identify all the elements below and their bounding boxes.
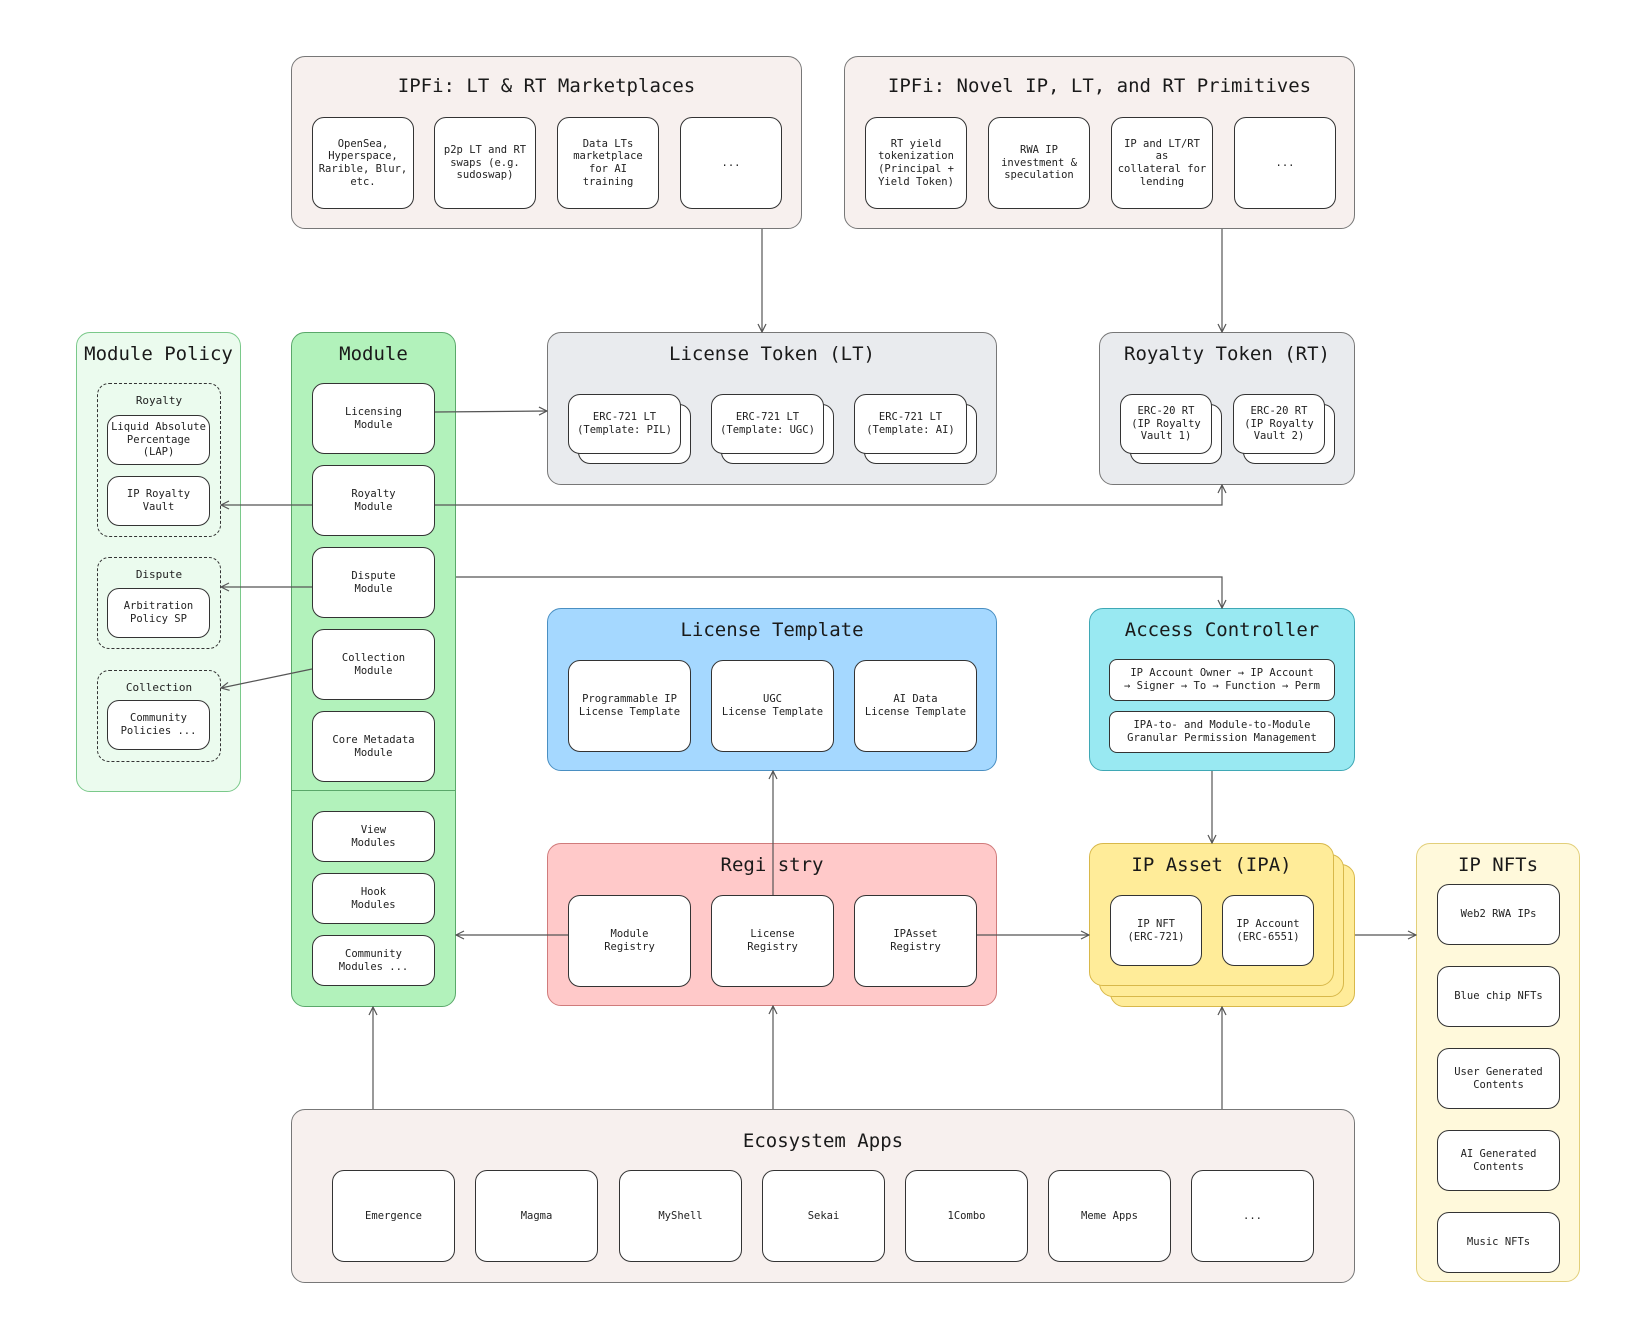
community-modules: Community Modules ... — [312, 935, 435, 986]
license-template-title: License Template — [680, 619, 864, 641]
primitive-item: RT yield tokenization (Principal + Yield… — [865, 117, 967, 209]
policy-royalty-group: Royalty — [97, 383, 221, 537]
rt-vault-2: ERC-20 RT (IP Royalty Vault 2) — [1233, 394, 1325, 454]
lt-pil: ERC-721 LT (Template: PIL) — [568, 394, 681, 454]
marketplace-item: Data LTs marketplace for AI training — [557, 117, 659, 209]
policy-collection-group: Collection — [97, 670, 221, 762]
app-emergence: Emergence — [332, 1170, 455, 1262]
primitive-item: ... — [1234, 117, 1336, 209]
app-magma: Magma — [475, 1170, 598, 1262]
access-granular-permission: IPA-to- and Module-to-Module Granular Pe… — [1109, 711, 1335, 753]
primitives-title: IPFi: Novel IP, LT, and RT Primitives — [887, 75, 1312, 97]
marketplace-item: p2p LT and RT swaps (e.g. sudoswap) — [434, 117, 536, 209]
app-1combo: 1Combo — [905, 1170, 1028, 1262]
access-permission-chain: IP Account Owner → IP Account → Signer →… — [1109, 659, 1335, 701]
licensing-module: Licensing Module — [312, 383, 435, 454]
rt-vault-1: ERC-20 RT (IP Royalty Vault 1) — [1120, 394, 1212, 454]
policy-community: Community Policies ... — [107, 700, 210, 750]
ipasset-registry: IPAsset Registry — [854, 895, 977, 987]
view-modules: View Modules — [312, 811, 435, 862]
policy-ip-royalty-vault: IP Royalty Vault — [107, 476, 210, 526]
arrow-module-to-access-controller — [456, 576, 1222, 608]
policy-royalty-title: Royalty — [135, 394, 183, 407]
policy-dispute-group: Dispute — [97, 557, 221, 649]
module-policy-title: Module Policy — [84, 343, 233, 365]
core-metadata-module: Core Metadata Module — [312, 711, 435, 782]
dispute-module: Dispute Module — [312, 547, 435, 618]
app-myshell: MyShell — [619, 1170, 742, 1262]
ecosystem-title: Ecosystem Apps — [742, 1130, 904, 1152]
arrow-collection-module-to-policy — [221, 668, 313, 688]
ip-asset-title: IP Asset (IPA) — [1131, 854, 1292, 876]
app-more: ... — [1191, 1170, 1314, 1262]
ip-nfts-title: IP NFTs — [1457, 854, 1539, 876]
ip-nft: IP NFT (ERC-721) — [1110, 895, 1202, 966]
registry-title: Regi stry — [720, 854, 824, 876]
lt-ugc: ERC-721 LT (Template: UGC) — [711, 394, 824, 454]
template-ugc: UGC License Template — [711, 660, 834, 752]
policy-arbitration: Arbitration Policy SP — [107, 588, 210, 638]
ip-nft-ugc: User Generated Contents — [1437, 1048, 1560, 1109]
arrow-royalty-module-to-rt — [435, 485, 1222, 506]
access-controller-title: Access Controller — [1124, 619, 1320, 641]
marketplaces-title: IPFi: LT & RT Marketplaces — [397, 75, 696, 97]
lt-ai: ERC-721 LT (Template: AI) — [854, 394, 967, 454]
module-registry: Module Registry — [568, 895, 691, 987]
hook-modules: Hook Modules — [312, 873, 435, 924]
primitive-item: RWA IP investment & speculation — [988, 117, 1090, 209]
ip-nft-music: Music NFTs — [1437, 1212, 1560, 1273]
ip-nft-blue-chip: Blue chip NFTs — [1437, 966, 1560, 1027]
license-token-title: License Token (LT) — [669, 343, 875, 365]
arrow-licensing-module-to-lt — [434, 411, 547, 412]
template-ai: AI Data License Template — [854, 660, 977, 752]
app-sekai: Sekai — [762, 1170, 885, 1262]
royalty-module: Royalty Module — [312, 465, 435, 536]
app-meme-apps: Meme Apps — [1048, 1170, 1171, 1262]
marketplace-item: ... — [680, 117, 782, 209]
module-title: Module — [339, 343, 408, 365]
ip-nft-web2-rwa: Web2 RWA IPs — [1437, 884, 1560, 945]
policy-collection-title: Collection — [125, 681, 193, 694]
primitive-item: IP and LT/RT as collateral for lending — [1111, 117, 1213, 209]
royalty-token-title: Royalty Token (RT) — [1124, 343, 1330, 365]
module-divider — [292, 790, 455, 791]
template-pil: Programmable IP License Template — [568, 660, 691, 752]
collection-module: Collection Module — [312, 629, 435, 700]
policy-lap: Liquid Absolute Percentage (LAP) — [107, 415, 210, 465]
ip-nft-ai-generated: AI Generated Contents — [1437, 1130, 1560, 1191]
marketplace-item: OpenSea, Hyperspace, Rarible, Blur, etc. — [312, 117, 414, 209]
policy-dispute-title: Dispute — [135, 568, 183, 581]
ip-account: IP Account (ERC-6551) — [1222, 895, 1314, 966]
license-registry: License Registry — [711, 895, 834, 987]
